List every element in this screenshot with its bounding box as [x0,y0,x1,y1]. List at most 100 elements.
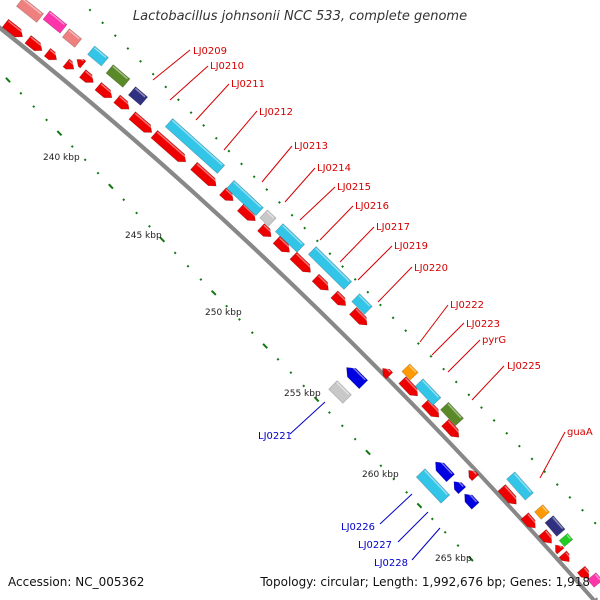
scale-label-265: 265 kbp [435,554,472,564]
gene-label[interactable]: LJ0217 [376,222,410,233]
gene-shape [113,94,130,110]
gene-highlight [225,188,235,198]
gene-highlight [408,365,417,373]
scale-tick [139,59,142,63]
gene-label[interactable]: pyrG [482,335,506,346]
gene-label[interactable]: LJ0226 [341,522,375,533]
gene-label[interactable]: LJ0227 [358,540,392,551]
gene-label[interactable]: LJ0220 [414,263,448,274]
scale-tick [480,406,483,410]
gene-highlight [336,292,348,303]
gene-shape [534,504,550,520]
feature-outer [87,45,109,67]
scale-tick [353,437,357,441]
cds-forward [113,94,131,110]
feature-outer [440,401,464,427]
feature-outer [105,64,131,88]
gene-highlight [243,204,257,218]
cds-forward [24,35,44,52]
gene-highlight [112,65,128,80]
label-connector [152,49,191,81]
gene-label[interactable]: LJ0212 [259,107,293,118]
gene-highlight [296,253,313,269]
label-connector [284,167,316,203]
gene-highlight [7,20,24,34]
gene-label[interactable]: LJ0222 [450,300,484,311]
feature-outer [42,10,68,34]
label-connector [397,511,429,543]
gene-shape [520,512,536,529]
gene-shape [15,0,45,23]
cds-forward [190,161,218,187]
scale-tick [290,213,294,217]
scale-label-250: 250 kbp [205,308,242,318]
gene-label[interactable]: LJ0210 [210,61,244,72]
gene-highlight [594,573,600,581]
scale-tick [416,342,420,345]
scale-tick [240,162,243,166]
scale-tick [108,183,114,190]
gene-highlight [566,534,571,540]
scale-tick [341,265,344,268]
scale-label-260: 260 kbp [362,470,399,480]
gene-shape [127,86,149,106]
gene-label[interactable]: LJ0215 [337,182,371,193]
scale-tick [315,239,319,243]
scale-label-255: 255 kbp [284,389,321,399]
gene-shape [94,81,113,99]
gene-shape [558,550,570,563]
cds-forward [1,18,24,38]
gene-label[interactable]: LJ0209 [193,46,227,57]
feature-reverse-cyan [415,468,451,504]
gene-label[interactable]: LJ0214 [317,163,351,174]
gene-highlight [422,380,440,398]
gene-label[interactable]: LJ0225 [507,361,541,372]
gene-shape [544,515,566,537]
gene-label[interactable]: LJ0213 [294,141,328,152]
feature-outer [506,471,534,501]
feature-outer [15,0,45,23]
gene-label[interactable]: guaA [567,427,593,438]
gene-highlight [30,36,44,48]
cds-marker [555,543,565,555]
cds-forward [576,565,591,579]
gene-highlight [134,112,154,130]
gene-label[interactable]: LJ0228 [374,558,408,569]
scale-tick [225,304,228,308]
gene-label[interactable]: LJ0211 [231,79,265,90]
scale-tick [303,226,307,230]
gene-shape [226,179,264,217]
gene-label[interactable]: LJ0221 [258,431,292,442]
scale-label-245: 245 kbp [125,231,162,241]
scale-tick [492,419,496,422]
feature-outer [544,515,566,537]
gene-highlight [447,420,461,434]
gene-shape [61,28,83,48]
backbone-line [0,22,597,599]
gene-highlight [541,505,548,513]
gene-highlight [557,543,563,549]
scale-tick [454,380,458,384]
gene-highlight [447,403,462,419]
gene-shape [190,161,217,187]
gene-shape [128,111,153,133]
scale-tick [581,508,584,512]
gene-features [1,0,600,588]
gene-label[interactable]: LJ0216 [355,201,389,212]
scale-tick [340,424,344,428]
gene-shape [435,461,455,483]
scale-tick [173,251,177,255]
label-connector [377,266,413,303]
gene-highlight [565,552,572,559]
scale-tick [199,278,203,281]
feature-outer [274,223,306,253]
gene-label[interactable]: LJ0223 [466,319,500,330]
gene-label[interactable]: LJ0219 [394,241,428,252]
gene-shape [468,469,480,482]
scale-tick [83,158,87,162]
gene-highlight [513,473,532,493]
gene-highlight [527,513,538,525]
scale-tick [265,188,269,191]
gene-highlight [438,459,453,475]
